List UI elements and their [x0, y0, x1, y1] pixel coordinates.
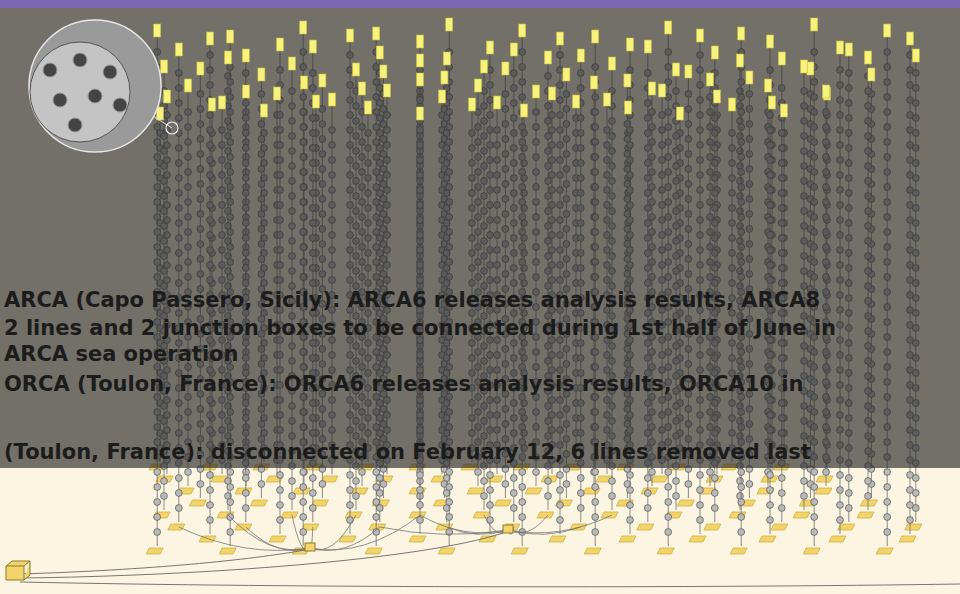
optical-module [258, 481, 265, 488]
optical-module [353, 493, 360, 500]
optical-module [778, 490, 785, 497]
anchor [793, 512, 810, 518]
optical-module [685, 481, 692, 488]
optical-module [161, 493, 168, 500]
optical-module [175, 505, 182, 512]
anchor [704, 524, 721, 530]
anchor [467, 488, 484, 494]
optical-module [673, 478, 680, 485]
optical-module [481, 493, 488, 500]
optical-module [711, 475, 718, 482]
optical-module [649, 469, 656, 476]
optical-module [309, 475, 316, 482]
optical-module [185, 469, 192, 476]
optical-module [865, 493, 872, 500]
anchor [677, 500, 694, 506]
anchor [537, 512, 554, 518]
optical-module [778, 475, 785, 482]
optical-module [778, 505, 785, 512]
optical-module [577, 475, 584, 482]
optical-module [376, 490, 383, 497]
anchor [651, 476, 668, 482]
optical-module [577, 505, 584, 512]
optical-module [711, 490, 718, 497]
optical-module [673, 493, 680, 500]
optical-module [644, 475, 651, 482]
optical-module [380, 481, 387, 488]
optical-module [609, 493, 616, 500]
optical-module [197, 481, 204, 488]
optical-module [865, 478, 872, 485]
optical-module [746, 481, 753, 488]
optical-module [475, 469, 482, 476]
optical-module [376, 505, 383, 512]
anchor [494, 500, 511, 506]
optical-module [502, 481, 509, 488]
anchor [345, 512, 362, 518]
optical-module [737, 493, 744, 500]
optical-module [289, 493, 296, 500]
optical-module [563, 481, 570, 488]
anchor [816, 476, 833, 482]
anchor [250, 500, 267, 506]
optical-module [376, 475, 383, 482]
optical-module [801, 493, 808, 500]
optical-module [644, 490, 651, 497]
anchor [189, 500, 206, 506]
optical-module [359, 469, 366, 476]
optical-module [481, 478, 488, 485]
optical-module [510, 505, 517, 512]
anchor [637, 524, 654, 530]
anchor [525, 488, 542, 494]
anchor [857, 512, 874, 518]
optical-module [823, 469, 830, 476]
optical-module [353, 478, 360, 485]
optical-module [510, 490, 517, 497]
optical-module [242, 505, 249, 512]
anchor [860, 500, 877, 506]
anchor [601, 512, 618, 518]
optical-module [309, 505, 316, 512]
anchor [473, 512, 490, 518]
optical-module [319, 481, 326, 488]
optical-module [309, 490, 316, 497]
optical-module [711, 505, 718, 512]
optical-module [161, 478, 168, 485]
optical-module [301, 469, 308, 476]
anchor [168, 524, 185, 530]
optical-module [644, 505, 651, 512]
optical-module [609, 478, 616, 485]
anchor [281, 512, 298, 518]
optical-module [510, 475, 517, 482]
optical-module [707, 469, 714, 476]
optical-module [242, 490, 249, 497]
optical-module [737, 478, 744, 485]
optical-module [545, 493, 552, 500]
optical-module [577, 490, 584, 497]
optical-module [175, 475, 182, 482]
optical-module [175, 490, 182, 497]
optical-module [242, 475, 249, 482]
optical-module [801, 478, 808, 485]
optical-module [533, 469, 540, 476]
anchor [815, 488, 832, 494]
optical-module [545, 478, 552, 485]
optical-module [289, 478, 296, 485]
